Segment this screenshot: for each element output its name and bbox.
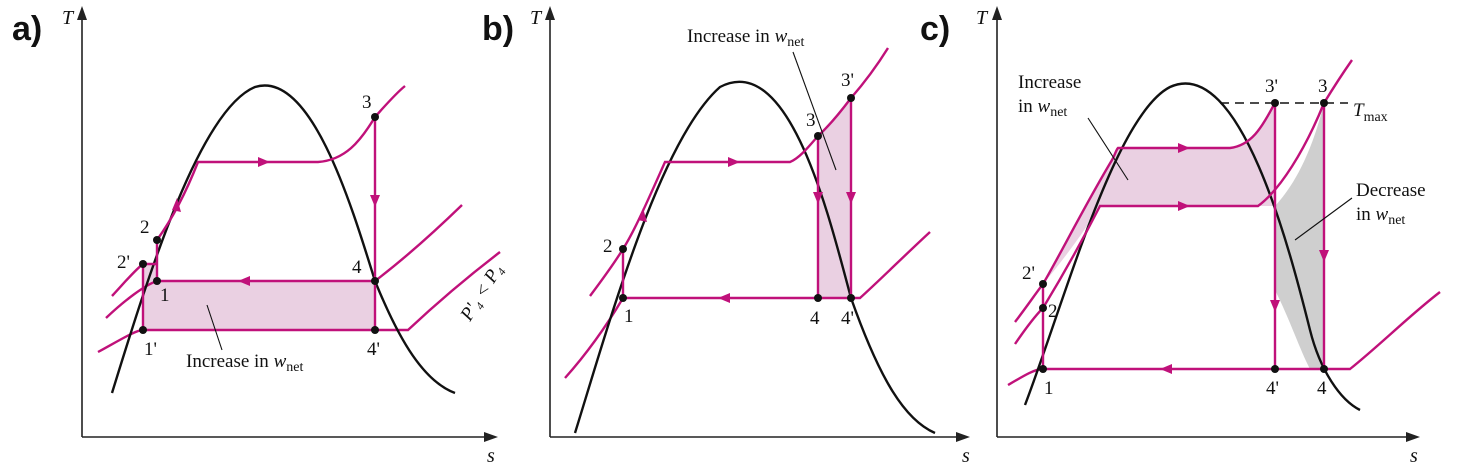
- panel-b-label-3p: 3': [841, 70, 854, 91]
- panel-a-point-4: [371, 277, 379, 285]
- panel-b-label-3: 3: [806, 110, 816, 131]
- panel-c-label-1: 1: [1044, 378, 1054, 399]
- panel-b: b) T s 2 1 3 3' 4 4' Increase in: [482, 6, 970, 467]
- panel-c-label-4: 4: [1317, 378, 1327, 399]
- panel-b-arrow-pump: [638, 208, 647, 222]
- panel-c-y-axis-label: T: [976, 7, 989, 29]
- panel-b-annotation-leader: [792, 51, 837, 171]
- panel-c-decrease-area: [1275, 103, 1324, 369]
- panel-c-increase-line2: in wnet: [1018, 96, 1067, 120]
- panel-b-isobar-low: [564, 231, 931, 379]
- panel-b-point-4p: [847, 294, 855, 302]
- panel-c-y-axis-arrow: [992, 6, 1002, 20]
- panel-a-arrow-cond: [238, 276, 250, 286]
- panel-a-label-2p: 2': [117, 252, 130, 273]
- panel-c-point-2p: [1039, 280, 1047, 288]
- panel-a-point-3: [371, 113, 379, 121]
- panel-a-point-1: [153, 277, 161, 285]
- panel-c-arrow-cond: [1160, 364, 1172, 374]
- panel-b-arrow-turbine: [813, 192, 823, 204]
- panel-a-point-1p: [139, 326, 147, 334]
- panel-c-label-2: 2: [1048, 301, 1058, 322]
- panel-c-tmax-label: Tmax: [1353, 100, 1388, 125]
- panel-b-x-axis-label: s: [962, 445, 970, 467]
- panel-b-point-3p: [847, 94, 855, 102]
- panel-a-saturation-dome: [110, 84, 456, 395]
- panel-c-arrow-turbine-prime: [1270, 300, 1280, 312]
- panel-a-label-2: 2: [140, 217, 150, 238]
- panel-c-x-axis-label: s: [1410, 445, 1418, 467]
- panel-c-isobar-low: [1007, 291, 1441, 387]
- panel-c-label-3p: 3': [1265, 76, 1278, 97]
- panel-c-label-2p: 2': [1022, 263, 1035, 284]
- panel-b-label-4: 4: [810, 308, 820, 329]
- panel-a-annotation-leader: [206, 304, 223, 351]
- panel-a-label-1: 1: [160, 285, 170, 306]
- panel-a-x-axis-arrow: [484, 432, 498, 442]
- panel-b-point-2: [619, 245, 627, 253]
- panel-c-arrow-turbine: [1319, 250, 1329, 262]
- panel-b-label-4p: 4': [841, 308, 854, 329]
- panel-c-point-3p: [1271, 99, 1279, 107]
- panel-a-point-2: [153, 236, 161, 244]
- panel-b-label-1: 1: [624, 306, 634, 327]
- panel-c: c) T s 2' 2 1 3': [920, 6, 1441, 467]
- panel-c-letter: c): [920, 10, 950, 48]
- panel-b-letter: b): [482, 10, 514, 48]
- panel-c-point-4: [1320, 365, 1328, 373]
- panel-c-arrow-boil-prime: [1178, 143, 1190, 153]
- panel-c-increase-leader: [1087, 117, 1129, 181]
- panel-c-point-2: [1039, 304, 1047, 312]
- panel-c-label-3: 3: [1318, 76, 1328, 97]
- panel-a-label-4: 4: [352, 257, 362, 278]
- panel-c-arrow-boil: [1178, 201, 1190, 211]
- panel-a-arrow-turbine: [370, 195, 380, 207]
- panel-c-point-1: [1039, 365, 1047, 373]
- panel-b-x-axis-arrow: [956, 432, 970, 442]
- panel-a-arrow-boil: [258, 157, 270, 167]
- panel-a-isobar-low: [97, 251, 501, 354]
- panel-a-pressure-label: P'₄ < P₄: [456, 260, 508, 325]
- panel-c-increase-line1: Increase: [1018, 72, 1081, 93]
- panel-b-saturation-dome: [573, 80, 936, 435]
- panel-a: a) T s 2 2' 1 1': [12, 6, 508, 467]
- panel-a-y-axis-arrow: [77, 6, 87, 20]
- panel-a-annotation: Increase in wnet: [186, 351, 303, 375]
- panel-c-decrease-leader: [1294, 197, 1353, 241]
- panel-c-point-3: [1320, 99, 1328, 107]
- panel-b-label-2: 2: [603, 236, 613, 257]
- panel-a-point-2p: [139, 260, 147, 268]
- panel-a-heat-addition-line: [155, 85, 406, 281]
- panel-b-arrow-cond: [718, 293, 730, 303]
- panel-b-point-3: [814, 132, 822, 140]
- panel-c-point-4p: [1271, 365, 1279, 373]
- panel-a-increase-area: [143, 264, 375, 330]
- panel-b-annotation: Increase in wnet: [687, 26, 804, 50]
- panel-a-x-axis-label: s: [487, 445, 495, 467]
- panel-c-label-4p: 4': [1266, 378, 1279, 399]
- panel-a-label-4p: 4': [367, 339, 380, 360]
- panel-b-y-axis-label: T: [530, 7, 543, 29]
- panel-a-letter: a): [12, 10, 42, 48]
- panel-b-arrow-boil: [728, 157, 740, 167]
- panel-c-isobar-pump: [1014, 307, 1044, 345]
- panel-b-increase-area: [818, 98, 851, 298]
- panel-c-isobar-pump-prime: [1014, 283, 1044, 323]
- panel-b-arrow-turbine-prime: [846, 192, 856, 204]
- panel-c-decrease-line1: Decrease: [1356, 180, 1426, 201]
- panel-c-heat-addition-line: [1041, 59, 1353, 309]
- panel-c-decrease-line2: in wnet: [1356, 204, 1405, 228]
- panel-a-y-axis-label: T: [62, 7, 75, 29]
- panel-a-label-3: 3: [362, 92, 372, 113]
- panel-c-x-axis-arrow: [1406, 432, 1420, 442]
- panel-b-point-1: [619, 294, 627, 302]
- panel-b-point-4: [814, 294, 822, 302]
- panel-c-heat-addition-prime-line: [1041, 102, 1277, 285]
- panel-c-saturation-dome: [1023, 82, 1361, 412]
- panel-a-arrow-pump: [172, 198, 181, 212]
- panel-a-label-1p: 1': [144, 339, 157, 360]
- panel-a-point-4p: [371, 326, 379, 334]
- panel-b-y-axis-arrow: [545, 6, 555, 20]
